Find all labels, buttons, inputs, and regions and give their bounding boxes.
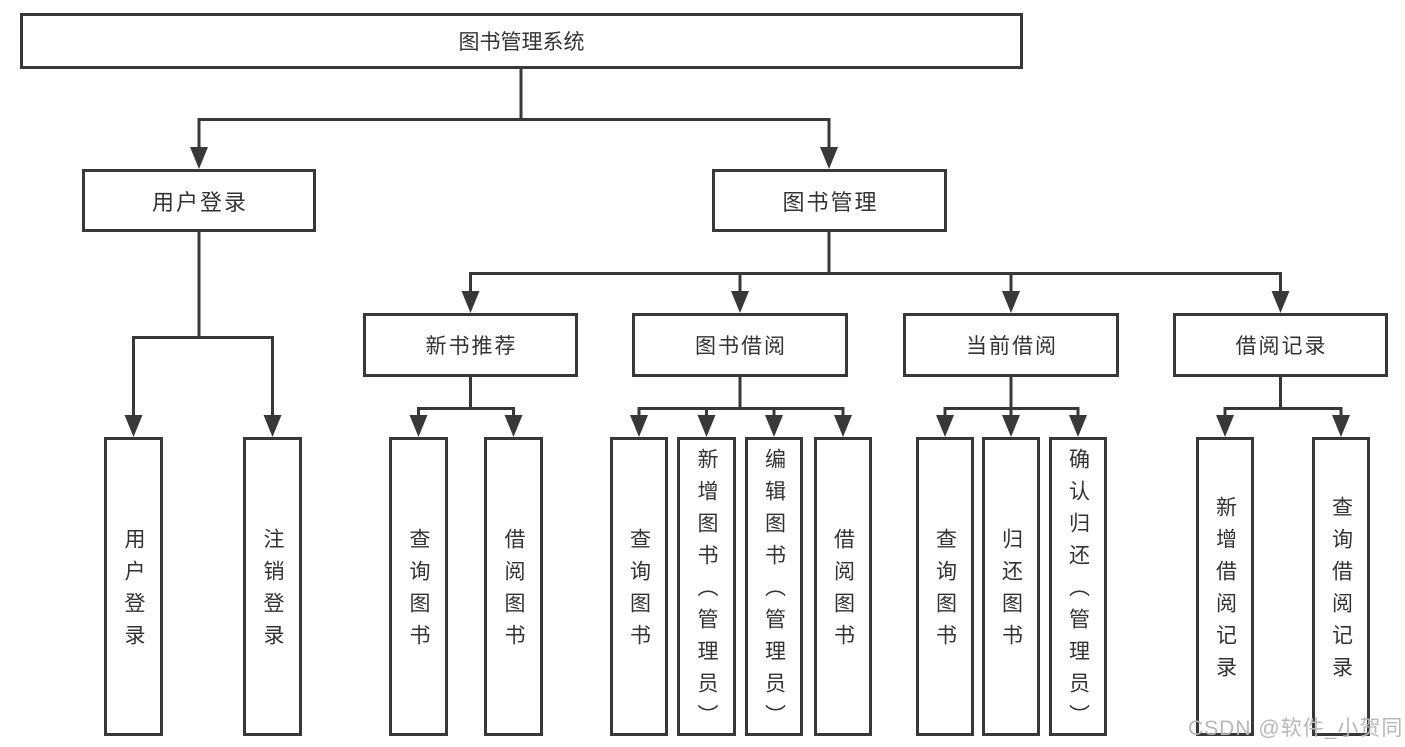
node-label: 查询图书 [627, 528, 651, 656]
arrowhead-icon [1332, 415, 1350, 437]
node-current-borrow: 当前借阅 [903, 313, 1119, 377]
arrowhead-icon [630, 415, 648, 437]
node-user-login: 用户登录 [82, 169, 316, 232]
edge-bookmgmt-branch [469, 272, 1282, 292]
arrowhead-icon [731, 291, 749, 313]
node-label: 编辑图书（管理员） [762, 448, 786, 736]
leaf-borrow-books-recommend: 借阅图书 [484, 437, 543, 736]
node-label: 查询图书 [407, 528, 430, 656]
leaf-query-books-recommend: 查询图书 [389, 437, 448, 736]
node-book-borrow: 图书借阅 [632, 313, 848, 377]
arrowhead-icon [834, 415, 852, 437]
leaf-logout: 注销登录 [243, 437, 302, 736]
node-label: 新书推荐 [425, 335, 518, 358]
node-label: 用户登录 [122, 528, 145, 656]
arrowhead-icon [697, 415, 716, 437]
arrowhead-icon [124, 415, 143, 437]
arrowhead-icon [504, 415, 523, 437]
node-label: 借阅记录 [1235, 335, 1328, 358]
arrowhead-icon [1216, 415, 1234, 437]
watermark: CSDN @软件_小贺同学 [1188, 717, 1405, 740]
leaf-confirm-return-admin: 确认归还（管理员） [1049, 437, 1107, 736]
node-label: 用户登录 [151, 189, 248, 215]
node-label: 图书管理系统 [458, 31, 585, 54]
edge-userlogin-branch [132, 336, 274, 416]
arrowhead-icon [936, 415, 954, 437]
edge-root-branch [197, 118, 831, 147]
edge-bookborrow-branch [637, 407, 845, 416]
arrowhead-icon [190, 147, 208, 169]
arrowhead-icon [1069, 415, 1087, 437]
node-label: 新增图书（管理员） [695, 448, 718, 736]
leaf-add-books-admin: 新增图书（管理员） [677, 437, 736, 736]
arrowhead-icon [1002, 291, 1020, 313]
leaf-query-books-borrow: 查询图书 [610, 437, 668, 736]
node-label: 图书借阅 [695, 335, 787, 358]
leaf-edit-books-admin: 编辑图书（管理员） [745, 437, 803, 736]
arrowhead-icon [409, 415, 428, 437]
leaf-query-borrow-record: 查询借阅记录 [1312, 437, 1370, 736]
leaf-borrow-books: 借阅图书 [814, 437, 872, 736]
node-library-management-system: 图书管理系统 [20, 13, 1023, 69]
node-label: 注销登录 [261, 528, 284, 656]
node-label: 查询图书 [933, 528, 957, 656]
leaf-return-books: 归还图书 [982, 437, 1040, 736]
arrowhead-icon [1271, 291, 1290, 313]
edge-newbook-branch [417, 407, 515, 416]
arrowhead-icon [820, 147, 838, 169]
node-borrow-records: 借阅记录 [1173, 313, 1388, 377]
arrowhead-icon [765, 415, 783, 437]
leaf-add-borrow-record: 新增借阅记录 [1196, 437, 1254, 736]
edge-borrowrecords-branch [1223, 407, 1343, 416]
node-label: 图书管理 [782, 189, 879, 215]
arrowhead-icon [461, 291, 480, 313]
node-label: 借阅图书 [502, 528, 525, 656]
arrowhead-icon [263, 415, 282, 437]
node-label: 归还图书 [999, 528, 1023, 656]
leaf-user-login: 用户登录 [104, 437, 163, 736]
leaf-query-books-current: 查询图书 [916, 437, 974, 736]
node-new-book-recommend: 新书推荐 [363, 313, 578, 377]
arrowhead-icon [1002, 415, 1020, 437]
node-label: 当前借阅 [966, 335, 1058, 358]
node-book-management: 图书管理 [712, 169, 947, 232]
node-label: 借阅图书 [831, 528, 855, 656]
node-label: 新增借阅记录 [1213, 496, 1237, 688]
node-label: 查询借阅记录 [1329, 496, 1353, 688]
node-label: 确认归还（管理员） [1066, 448, 1090, 736]
